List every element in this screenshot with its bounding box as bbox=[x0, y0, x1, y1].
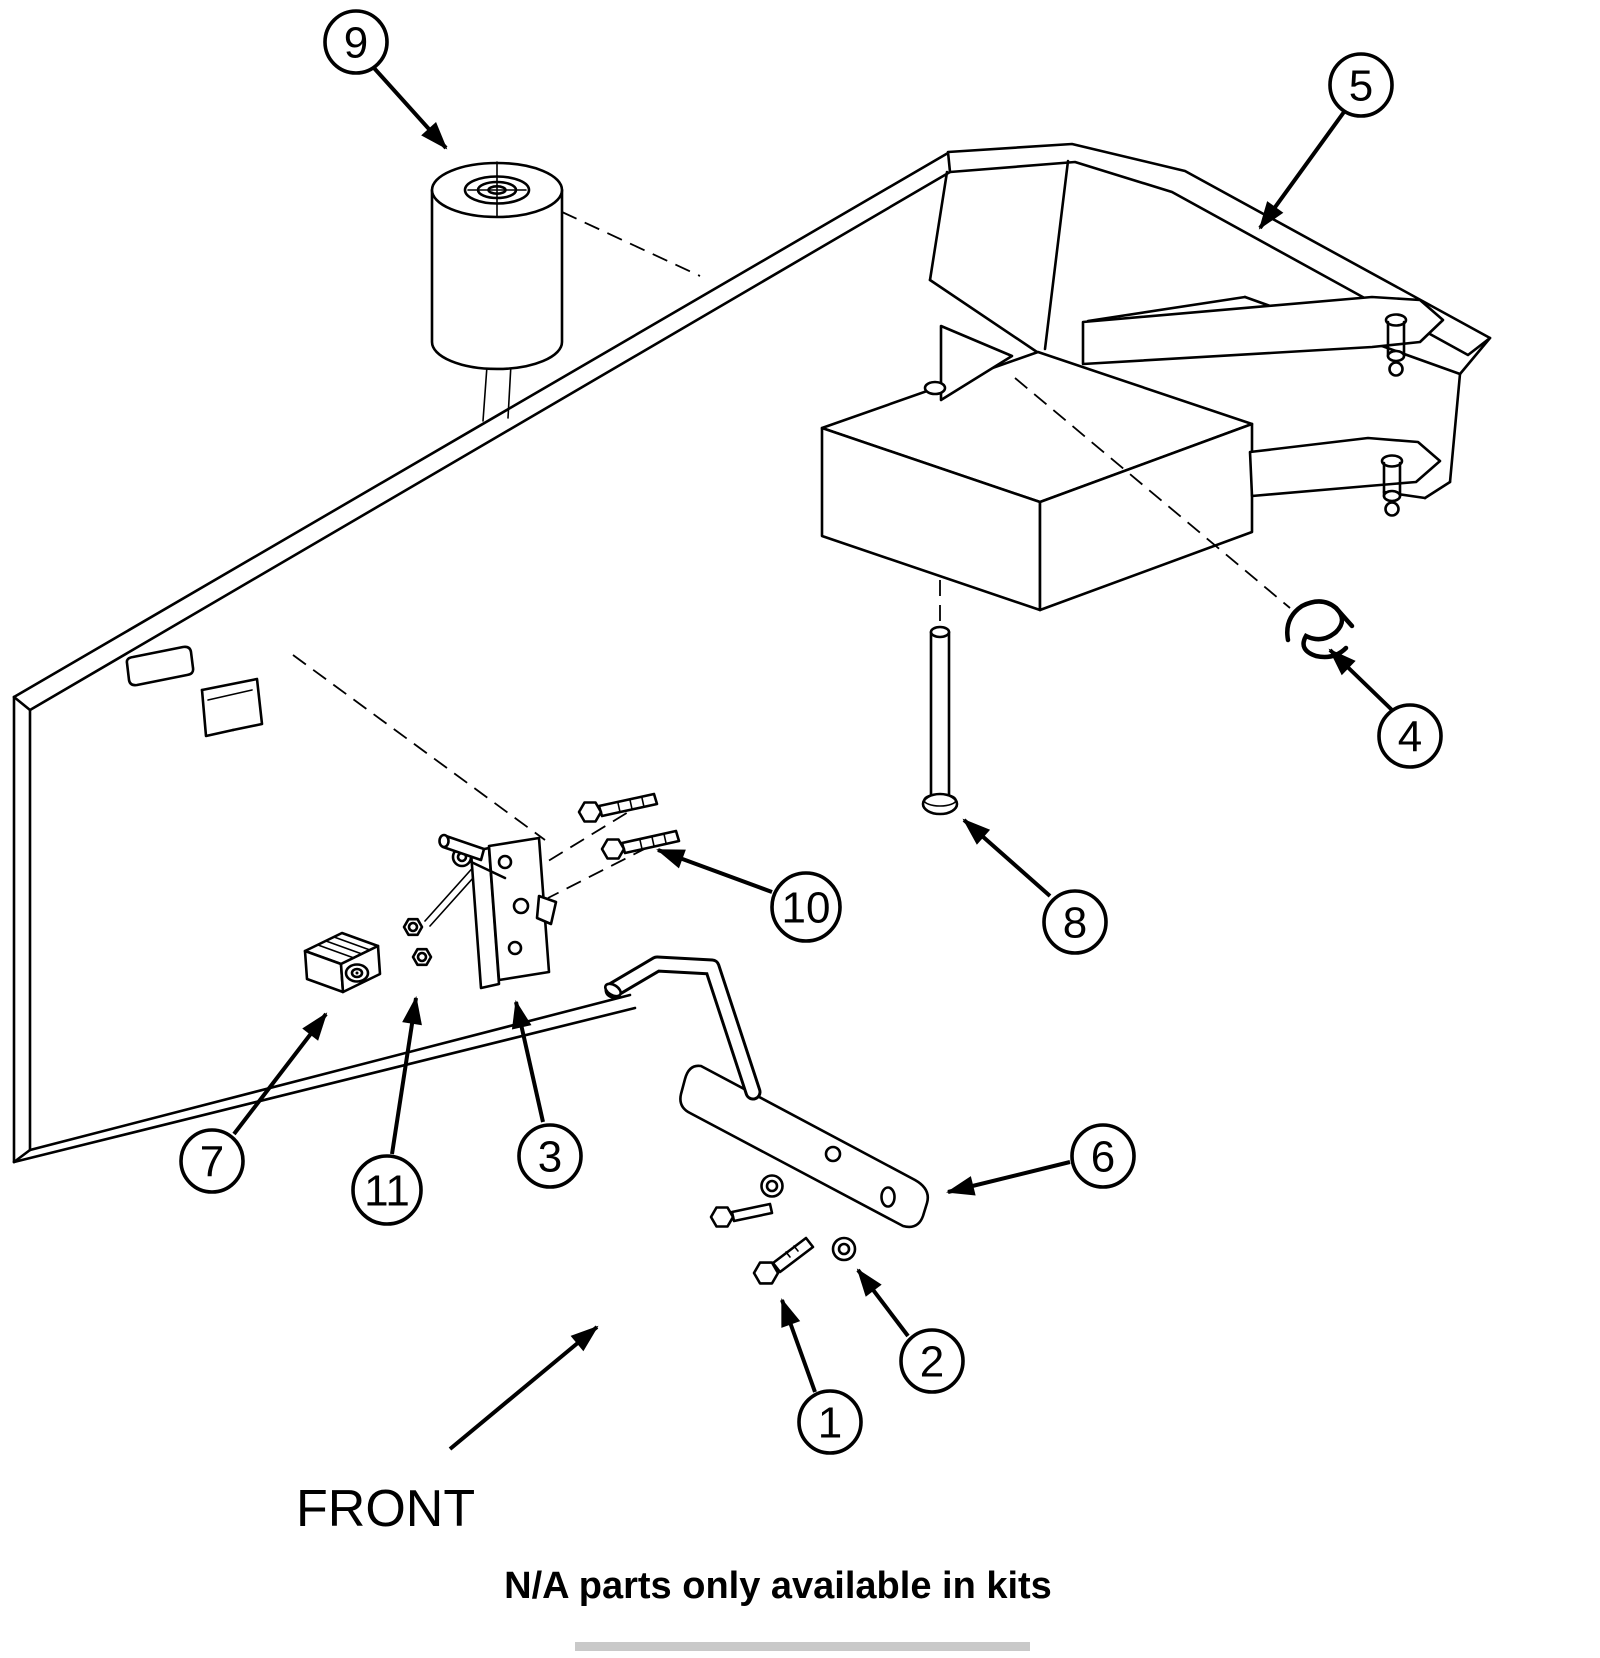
part-9-roller bbox=[430, 161, 564, 422]
part-2-washer bbox=[831, 1236, 857, 1262]
main-frame-beam bbox=[12, 151, 952, 1164]
bar-washer-and-bolt bbox=[709, 1174, 784, 1228]
footer-note: N/A parts only available in kits bbox=[504, 1565, 1052, 1607]
part-5-mount-bracket bbox=[820, 142, 1492, 612]
box-pin-hole bbox=[923, 380, 947, 396]
callout-3: 3 bbox=[511, 1000, 583, 1189]
callout-number: 6 bbox=[1091, 1133, 1115, 1182]
callout-2: 2 bbox=[856, 1268, 965, 1394]
front-arrow bbox=[448, 1325, 599, 1451]
callout-number: 7 bbox=[200, 1138, 224, 1187]
upper-clevis-arm bbox=[1081, 295, 1445, 377]
callout-number: 9 bbox=[344, 19, 368, 68]
callout-6: 6 bbox=[946, 1123, 1136, 1196]
lower-pin-ball bbox=[1384, 501, 1400, 517]
part-7-bumper-pad bbox=[303, 931, 382, 994]
bracket-top-plate bbox=[946, 142, 1492, 357]
callout-11: 11 bbox=[351, 996, 423, 1226]
callout-number: 1 bbox=[818, 1399, 842, 1448]
callout-10: 10 bbox=[656, 848, 842, 943]
callout-1: 1 bbox=[780, 1298, 863, 1455]
front-indicator: FRONT bbox=[296, 1325, 599, 1538]
part-10-bolts bbox=[577, 792, 681, 860]
callout-5: 5 bbox=[1258, 52, 1394, 230]
latch-hook bbox=[535, 894, 558, 926]
callout-9: 9 bbox=[323, 9, 448, 150]
bar-hole bbox=[824, 1145, 842, 1163]
callout-number: 11 bbox=[364, 1167, 410, 1216]
receiver-box bbox=[820, 324, 1254, 612]
callout-number: 3 bbox=[538, 1133, 562, 1182]
bar-slot bbox=[880, 1186, 896, 1208]
lower-clevis-arm bbox=[1248, 436, 1442, 517]
callout-number: 5 bbox=[1349, 62, 1373, 111]
bolt-head bbox=[600, 838, 626, 860]
part-11-nuts bbox=[402, 917, 433, 967]
part-1-bolt bbox=[752, 1236, 815, 1285]
rod-end-cap bbox=[604, 982, 622, 998]
front-label: FRONT bbox=[296, 1480, 475, 1538]
part-8-clevis-pin bbox=[921, 625, 959, 816]
beam-tab bbox=[200, 677, 264, 738]
footer-smudge bbox=[575, 1642, 1030, 1651]
bolt-head bbox=[752, 1261, 780, 1285]
callout-7: 7 bbox=[179, 1012, 328, 1194]
handle-bar bbox=[679, 1064, 930, 1229]
callouts: 9 5 4 8 10 7 11 bbox=[179, 9, 1443, 1455]
part-6-handle-bracket bbox=[604, 955, 930, 1229]
bolt-head bbox=[577, 801, 603, 823]
construction-lines bbox=[292, 211, 1291, 899]
callout-number: 2 bbox=[920, 1338, 944, 1387]
callout-number: 8 bbox=[1063, 899, 1087, 948]
callout-8: 8 bbox=[962, 818, 1108, 955]
part-3-latch bbox=[424, 833, 558, 990]
bolt-head bbox=[709, 1206, 735, 1228]
box-notch bbox=[939, 324, 1014, 402]
callout-4: 4 bbox=[1328, 648, 1443, 769]
callout-number: 10 bbox=[782, 884, 831, 933]
callout-number: 4 bbox=[1398, 713, 1422, 762]
part-4-hairpin-cotter bbox=[1285, 599, 1355, 660]
beam-slot bbox=[125, 645, 195, 687]
upper-pin-ball bbox=[1388, 361, 1404, 377]
